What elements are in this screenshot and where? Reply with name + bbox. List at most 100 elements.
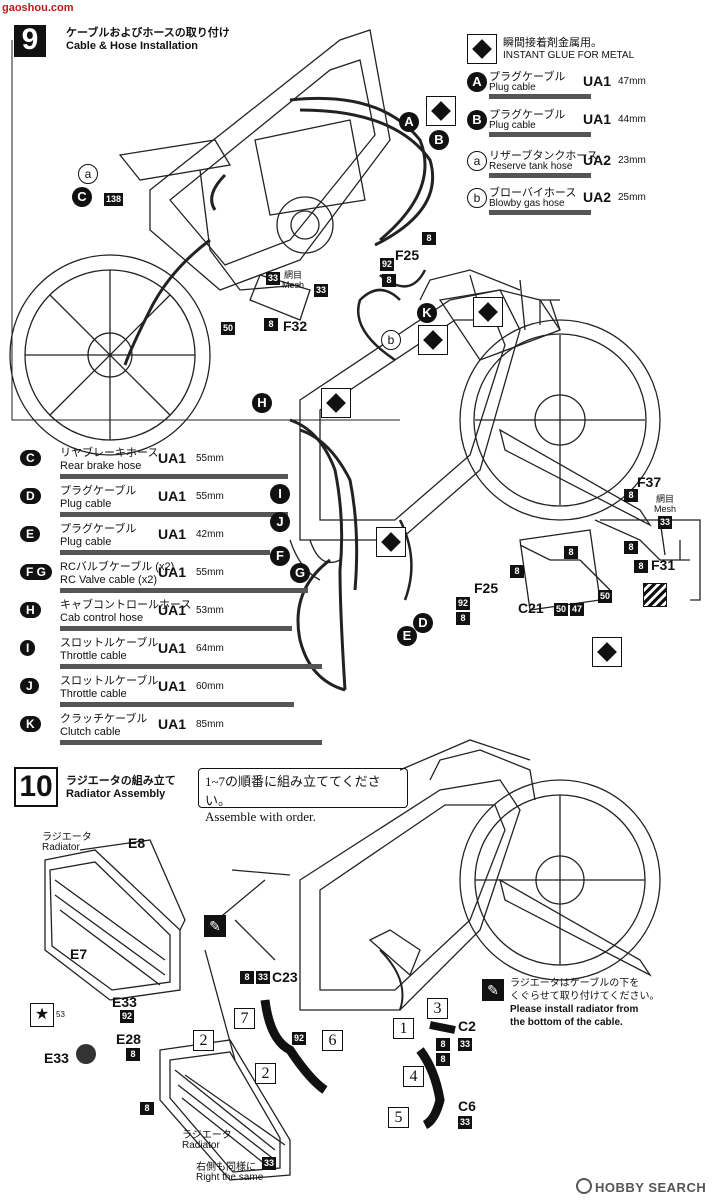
part-jp: リザーブタンクホース — [489, 150, 598, 162]
part-E33-a: E33 — [112, 994, 137, 1010]
mesh2-en: Mesh — [654, 504, 677, 514]
part-symbol: F G — [20, 564, 52, 580]
part-jp: スロットルケーブル — [60, 675, 159, 687]
label-G: G — [290, 563, 310, 583]
part-code: UA1 — [583, 111, 612, 127]
right-same-jp: 右側も同様に — [196, 1162, 256, 1173]
part-8-b10: 8 — [240, 971, 254, 984]
length-bar — [489, 132, 591, 137]
part-symbol: A — [467, 72, 487, 92]
glue-note-en: INSTANT GLUE FOR METAL — [503, 50, 635, 61]
part-code: UA1 — [158, 450, 187, 466]
part-en: Plug cable — [60, 536, 112, 548]
part-F32: F32 — [283, 318, 308, 334]
part-symbol: a — [467, 151, 487, 171]
label-A: A — [399, 112, 419, 132]
part-code: UA1 — [158, 602, 187, 618]
part-symbol: H — [20, 602, 41, 618]
part-mm: 85mm — [196, 719, 224, 730]
part-symbol: b — [467, 188, 487, 208]
part-en: Plug cable — [489, 120, 536, 131]
part-en: Cab control hose — [60, 612, 144, 624]
part-jp: プラグケーブル — [60, 523, 137, 535]
part-F31: F31 — [651, 557, 676, 573]
part-92-b: 92 — [456, 597, 471, 610]
part-53: 53 — [56, 1010, 65, 1019]
part-mm: 53mm — [196, 605, 224, 616]
part-code: UA1 — [158, 716, 187, 732]
length-bar — [60, 474, 288, 479]
part-jp: クラッチケーブル — [60, 713, 148, 725]
part-8-e10: 8 — [140, 1102, 154, 1115]
label-b: b — [381, 330, 401, 350]
glue-icon-2 — [473, 297, 504, 327]
part-mm: 47mm — [618, 76, 646, 87]
logo-mark-icon — [576, 1178, 592, 1194]
part-mm: 42mm — [196, 529, 224, 540]
order-6: 6 — [322, 1030, 343, 1051]
glue-note: 瞬間接着剤金属用。 INSTANT GLUE FOR METAL — [467, 34, 634, 69]
right-same-en: Right the same — [196, 1172, 264, 1183]
part-F25-a: F25 — [395, 247, 420, 263]
mesh-jp: 網目 — [284, 270, 303, 280]
length-bar — [60, 550, 270, 555]
step-9-diagram-labels: a 138 C A B 8 F25 92 8 33 網目 Mesh 33 50 … — [0, 0, 712, 667]
assembly-order-note: 1~7の順番に組み立ててください。 Assemble with order. — [198, 768, 408, 824]
part-E8: E8 — [128, 835, 146, 851]
glue-icon-5 — [375, 527, 406, 557]
label-a: a — [78, 164, 98, 184]
part-8-a10: 8 — [126, 1048, 140, 1061]
length-bar — [60, 512, 288, 517]
step-10-title-jp: ラジエータの組み立て — [66, 775, 176, 787]
part-8-i: 8 — [624, 541, 638, 554]
part-33-c: 33 — [658, 516, 673, 529]
part-symbol: E — [20, 526, 41, 542]
mesh-en: Mesh — [282, 280, 305, 290]
part-jp: RCバルブケーブル (x2) — [60, 561, 175, 573]
part-8-c10: 8 — [436, 1038, 450, 1051]
part-33-a10: 33 — [256, 971, 271, 984]
radiator2-en: Radiator — [182, 1140, 220, 1151]
length-bar — [60, 664, 322, 669]
order-5: 5 — [388, 1107, 409, 1128]
step-9-title-en: Cable & Hose Installation — [66, 40, 199, 52]
order-1: 1 — [393, 1018, 414, 1039]
part-F37: F37 — [637, 474, 662, 490]
length-bar — [60, 626, 292, 631]
part-en: Throttle cable — [60, 650, 127, 662]
mesh2-jp: 網目 — [656, 494, 675, 504]
part-92: 92 — [120, 1010, 135, 1023]
label-H: H — [252, 393, 272, 413]
length-bar — [60, 588, 308, 593]
cable-note-en2: the bottom of the cable. — [510, 1017, 623, 1028]
part-E33-b: E33 — [44, 1050, 69, 1066]
part-F25-b: F25 — [474, 580, 499, 596]
length-bar — [60, 740, 322, 745]
part-symbol: K — [20, 716, 41, 732]
part-E28: E28 — [116, 1031, 141, 1047]
part-138: 138 — [104, 193, 124, 206]
order-4: 4 — [403, 1066, 424, 1087]
radiator-en: Radiator — [42, 842, 80, 853]
order-3: 3 — [427, 998, 448, 1019]
part-code: UA2 — [583, 189, 612, 205]
glue-icon-4 — [321, 388, 352, 418]
cable-note: ✎ ラジエータはケーブルの下を くぐらせて取り付けてください。 Please i… — [482, 977, 702, 1029]
label-D: D — [413, 613, 433, 633]
part-mm: 23mm — [618, 155, 646, 166]
glue-icon-1 — [426, 96, 456, 126]
order-jp: 1~7の順番に組み立ててください。 — [205, 774, 381, 808]
part-33-b: 33 — [314, 284, 329, 297]
part-mm: 60mm — [196, 681, 224, 692]
part-92-a: 92 — [380, 258, 395, 271]
part-jp: キャブコントロールホース — [60, 599, 192, 611]
